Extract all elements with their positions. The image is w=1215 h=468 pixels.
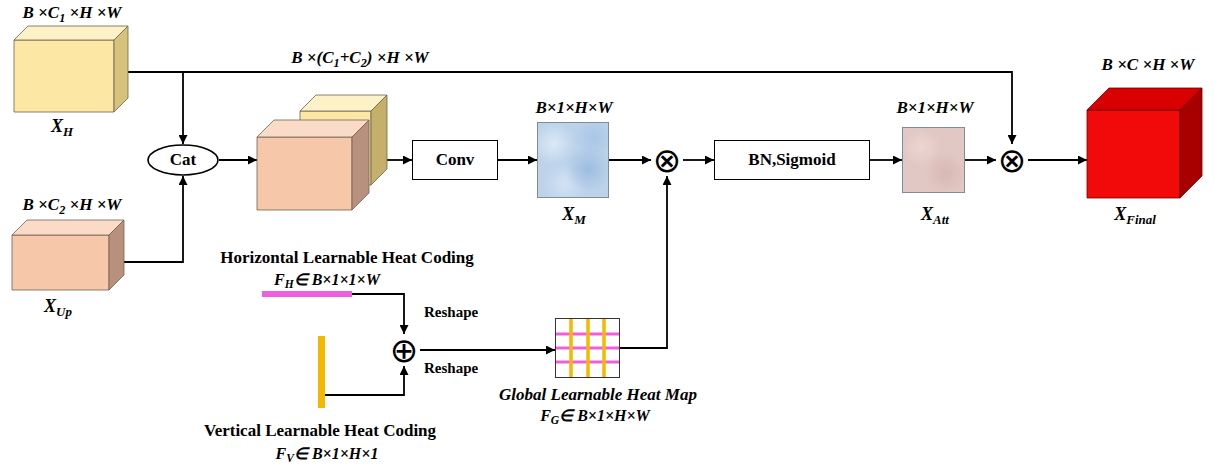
multiply-symbol: ⊗ <box>996 144 1028 176</box>
tensor-name: XH <box>51 116 73 137</box>
add-symbol: ⊕ <box>388 334 420 366</box>
coding-title: Vertical Learnable Heat Coding <box>204 421 436 441</box>
arrow-connector <box>620 176 667 348</box>
arrow-connector <box>352 294 404 334</box>
input-tensor-cube: B ×C1 ×H ×WXH <box>14 26 128 112</box>
dimension-label: B×1×H×W <box>896 98 973 118</box>
arrow-connector <box>870 159 902 161</box>
heat-coding-bar: Vertical Learnable Heat CodingFV∈ B×1×H×… <box>318 336 325 408</box>
operator-symbol: ⊕ <box>390 333 419 367</box>
arrow-connector <box>683 159 714 161</box>
text-holder: Cat <box>147 144 219 176</box>
attention-map-square: B×1×H×WXAtt <box>902 127 965 193</box>
cube-shape <box>14 26 128 112</box>
operation-label: Conv <box>436 150 475 170</box>
text-holder: Conv <box>413 141 497 179</box>
feature-map-square: B×1×H×WXM <box>537 122 609 198</box>
tensor-name: XUp <box>44 296 72 317</box>
cube-shape <box>12 220 124 290</box>
operator-symbol: ⊗ <box>998 143 1027 177</box>
heat-map-grid-drawing <box>555 318 620 378</box>
reshape-label: Reshape <box>424 360 478 377</box>
concat-ellipse: Cat <box>147 144 219 176</box>
arrow-connector <box>609 159 651 161</box>
input-tensor-cube: B ×C2 ×H ×WXUp <box>12 220 124 290</box>
tensor-name: XAtt <box>921 204 949 225</box>
operation-label: BN,Sigmoid <box>748 150 835 170</box>
arrow-connector <box>1028 159 1087 161</box>
dimension-label: B×1×H×W <box>535 98 612 118</box>
arrow-connector <box>498 159 537 161</box>
arrow-connector <box>420 349 555 351</box>
multiply-symbol: ⊗ <box>651 144 683 176</box>
tensor-name: XFinal <box>1114 204 1156 225</box>
reshape-label: Reshape <box>424 304 478 321</box>
output-tensor-cube: B ×C ×H ×WXFinal <box>1087 88 1202 198</box>
operator-symbol: ⊗ <box>653 143 682 177</box>
text-holder: ⊗ <box>651 144 683 176</box>
arrow-connector <box>128 72 183 144</box>
process-box: Conv <box>412 140 498 180</box>
concat-cube-shape <box>257 95 387 210</box>
arrow-connector <box>325 366 404 395</box>
concat-tensor-cube: B ×(C1+C2) ×H ×W <box>257 95 387 210</box>
heat-coding-bar: Horizontal Learnable Heat CodingFH∈ B×1×… <box>262 291 352 297</box>
heat-map-grid: Global Learnable Heat MapFG∈ B×1×H×W <box>555 318 620 378</box>
arrow-connector <box>124 176 183 262</box>
dimension-label: B ×C2 ×H ×W <box>23 195 122 215</box>
coding-title: Horizontal Learnable Heat Coding <box>220 248 474 268</box>
text-holder: ⊕ <box>388 334 420 366</box>
dimension-label: B ×C1 ×H ×W <box>23 3 122 23</box>
text-holder: BN,Sigmoid <box>715 141 869 179</box>
heat-map-title: Global Learnable Heat Map <box>499 385 697 405</box>
arrow-connector <box>387 159 412 161</box>
tensor-name: XM <box>562 204 586 225</box>
text-holder: ⊗ <box>996 144 1028 176</box>
dimension-label: B ×(C1+C2) ×H ×W <box>291 48 428 68</box>
process-box: BN,Sigmoid <box>714 140 870 180</box>
arrow-connector <box>219 159 257 161</box>
cube-shape <box>1087 88 1202 198</box>
heat-map-shape: FG∈ B×1×H×W <box>540 406 650 425</box>
arrow-connector <box>965 159 996 161</box>
operation-label: Cat <box>170 150 196 170</box>
coding-shape: FV∈ B×1×H×1 <box>276 444 379 463</box>
dimension-label: B ×C ×H ×W <box>1102 55 1195 75</box>
coding-shape: FH∈ B×1×1×W <box>274 270 380 289</box>
